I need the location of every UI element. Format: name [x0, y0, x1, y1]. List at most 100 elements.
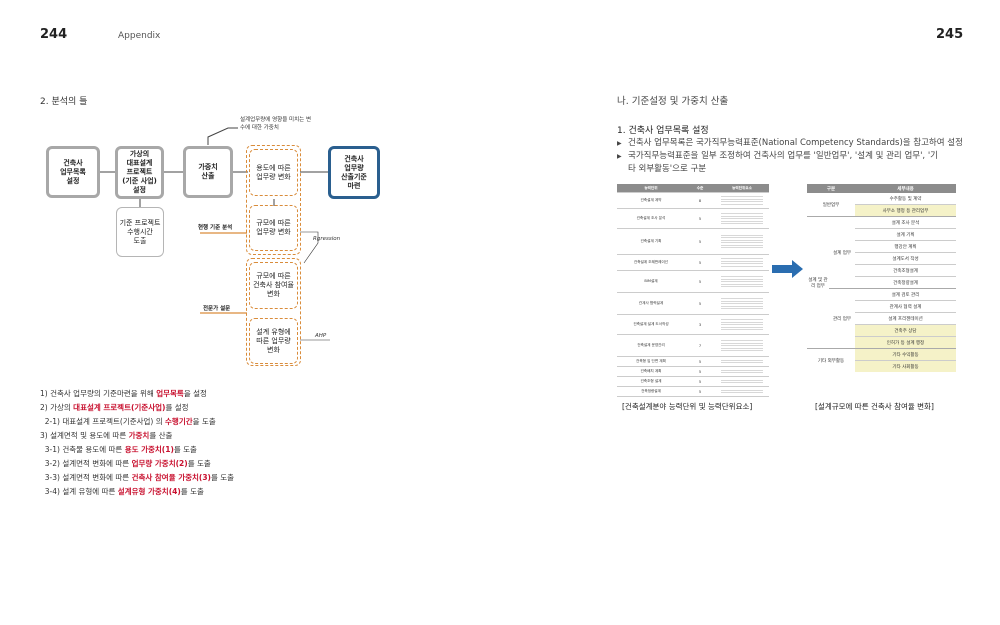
- table-cell: 건축조형설계: [855, 265, 956, 277]
- note-text: 3) 설계면적 및 용도에 따른: [40, 431, 129, 440]
- project-box: 가상의 대표설계 프로젝트 (기준 사업) 설정: [115, 146, 164, 199]
- table-group: 일반업무 수주활동 및 계약 사무소 행정 등 관리업무: [807, 193, 956, 217]
- subsection-title: 1. 건축사 업무목록 설정: [617, 126, 709, 136]
- table-cell: 건축주 상담: [855, 325, 956, 337]
- page-number-right: 245: [936, 27, 964, 42]
- table-cell: [715, 192, 769, 209]
- note-item: 2) 가상의 대표설계 프로젝트(기준사업)를 설정: [40, 401, 460, 415]
- table-header: 세부내용: [897, 186, 914, 192]
- bullet-item: ▶ 국가직무능력표준을 일부 조정하여 건축사의 업무를 '일반업무', '설계 …: [617, 150, 967, 176]
- diagram-connectors: [100, 127, 330, 341]
- table-cell: 건축설계 운영관리: [617, 334, 685, 357]
- table-cell: [715, 356, 769, 367]
- table-cell: 기타 사회활동: [855, 361, 956, 372]
- note-text: 2) 가상의: [40, 403, 74, 412]
- table-cell: 설계 검토 관리: [855, 289, 956, 301]
- type-weight-box: 설계 유형에 따른 업무량 변화: [249, 318, 298, 364]
- note-item: 3-3) 설계면적 변화에 따른 건축사 참여율 가중치(3)를 도출: [40, 471, 460, 485]
- note-highlight: 용도 가중치(1): [124, 445, 174, 454]
- note-text: 2-1) 대표설계 프로젝트(기준사업) 의: [40, 417, 166, 426]
- note-text: 3-4) 설계 유형에 따른: [40, 487, 118, 496]
- table-cell: 5: [685, 270, 715, 293]
- table-header: 수준: [685, 184, 715, 193]
- table-header: 구분: [826, 186, 836, 192]
- table-group: 기타 외부활동 기타 수익활동 기타 사회활동: [807, 349, 956, 372]
- task-table: 구분 세부내용 일반업무 수주활동 및 계약 사무소 행정 등 관리업무 설계 …: [807, 184, 956, 372]
- group-label: 기타 외부활동: [817, 358, 845, 364]
- note-item: 3-1) 건축물 용도에 따른 용도 가중치(1)를 도출: [40, 443, 460, 457]
- sub-group-label: 설계 업무: [833, 250, 851, 256]
- table-cell: 건축배치 계획: [617, 366, 685, 377]
- bullet-item: ▶건축사 업무목록은 국가직무능력표준(National Competency …: [617, 137, 967, 150]
- table-cell: 설계도서 작성: [855, 253, 956, 265]
- weight-group-top: [246, 145, 301, 255]
- running-head: Appendix: [118, 31, 161, 41]
- table-cell: [715, 376, 769, 387]
- current-analysis-label: 현행 기준 분석: [198, 225, 233, 231]
- table-header: 능력단위: [617, 184, 685, 193]
- caption-task-table: [설계규모에 따른 건축사 참여율 변화]: [815, 402, 934, 411]
- note-text: 3-2) 설계면적 변화에 따른: [40, 459, 132, 468]
- table-cell: 관계사 협력설계: [617, 292, 685, 315]
- table-cell: 건축설계 조사 분석: [617, 208, 685, 229]
- table-cell: 건축설계 조례판례이선: [617, 254, 685, 271]
- baseline-time-box: 기준 프로젝트 수행시간 도출: [116, 207, 164, 257]
- table-cell: 5: [685, 386, 715, 397]
- table-cell: 건축형 입 단면 계획: [617, 356, 685, 367]
- table-header-row: 구분 세부내용: [807, 184, 956, 193]
- table-cell: 7: [685, 334, 715, 357]
- note-text: 를 도출: [211, 473, 235, 482]
- callout-text: 설계업무량에 영향을 미치는 변 수에 대한 가중치: [240, 117, 312, 131]
- sub-group: 관리 업무 설계 검토 관리 관계사 협력 설계 설계 프리젠테이션 건축주 상…: [829, 289, 956, 348]
- notes-list: 1) 건축사 업무량의 기준마련을 위해 업무목록을 설정 2) 가상의 대표설…: [40, 387, 460, 499]
- bullet-text: 국가직무능력표준을 일부 조정하여 건축사의 업무를 '일반업무', '설계 및…: [628, 151, 938, 174]
- note-highlight: 건축사 참여율 가중치(3): [131, 473, 211, 482]
- note-text: 를 도출: [180, 487, 204, 496]
- section-title-left: 2. 분석의 틀: [40, 97, 88, 107]
- note-text: 1) 건축사 업무량의 기준마련을 위해: [40, 389, 157, 398]
- bullet-list: ▶ 건축사 업무목록은 국가직무능력표준(National Competency …: [617, 137, 967, 176]
- table-cell: [715, 366, 769, 377]
- note-highlight: 수행기간: [165, 417, 193, 426]
- note-text: 를 설정: [165, 403, 189, 412]
- table-cell: [715, 314, 769, 335]
- note-text: 3-3) 설계면적 변화에 따른: [40, 473, 132, 482]
- table-cell: 5: [685, 254, 715, 271]
- note-text: 를 산출: [149, 431, 173, 440]
- note-highlight: 업무량 가중치(2): [131, 459, 188, 468]
- page-number-left: 244: [40, 27, 68, 42]
- table-cell: 기타 수익활동: [855, 349, 956, 361]
- table-cell: [715, 270, 769, 293]
- note-highlight: 설계유형 가중치(4): [117, 487, 181, 496]
- table-cell: [715, 334, 769, 357]
- table-cell: 5: [685, 292, 715, 315]
- table-cell: 행강안 계획: [855, 241, 956, 253]
- note-item: 3) 설계면적 및 용도에 따른 가중치를 산출: [40, 429, 460, 443]
- worklist-box: 건축사 업무목록 설정: [46, 146, 100, 198]
- right-arrow-icon: [772, 260, 803, 278]
- regression-label: Rgression: [313, 236, 341, 242]
- caption-competency-table: [건축설계분야 능력단위 및 능력단위요소]: [622, 402, 753, 411]
- table-cell: [715, 228, 769, 255]
- weight-box: 가중치 산출: [183, 146, 233, 198]
- table-cell: 건축설계 기획: [617, 228, 685, 255]
- bullet-icon: ▶: [617, 153, 622, 160]
- note-highlight: 업무목록: [156, 389, 184, 398]
- table-cell: 5: [685, 366, 715, 377]
- table-cell: 5: [685, 356, 715, 367]
- table-cell: [715, 386, 769, 397]
- sub-group: 설계 업무 설계 조사 분석 설계 기획 행강안 계획 설계도서 작성 건축조형…: [829, 217, 956, 289]
- sub-group-label: 관리 업무: [833, 316, 851, 322]
- table-cell: 설계 기획: [855, 229, 956, 241]
- table-cell: 5: [685, 228, 715, 255]
- table-cell: 관계사 협력 설계: [855, 301, 956, 313]
- bullet-text: 건축사 업무목록은 국가직무능력표준(National Competency S…: [628, 138, 963, 148]
